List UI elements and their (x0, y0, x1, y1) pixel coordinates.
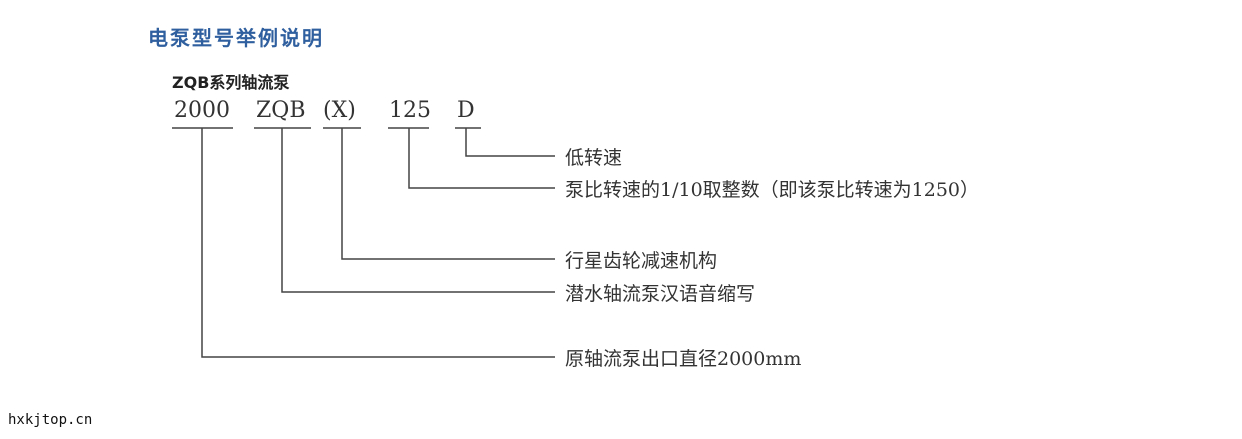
code-d: D (457, 98, 475, 123)
label-x: 行星齿轮减速机构 (565, 250, 718, 272)
label-diameter: 原轴流泵出口直径2000mm (565, 348, 802, 370)
label-zqb: 潜水轴流泵汉语音缩写 (565, 283, 756, 305)
label-125: 泵比转速的1/10取整数（即该泵比转速为1250） (565, 179, 980, 201)
connector-d (465, 128, 555, 157)
code-125: 125 (389, 98, 431, 123)
code-zqb: ZQB (256, 98, 306, 123)
connector-125 (408, 128, 555, 189)
page-title: 电泵型号举例说明 (148, 26, 324, 50)
connector-diameter (201, 128, 555, 358)
connector-x (341, 128, 555, 260)
label-d: 低转速 (565, 147, 623, 169)
connector-zqb (281, 128, 555, 293)
watermark: hxkjtop.cn (8, 412, 93, 428)
code-diameter: 2000 (174, 98, 230, 123)
code-x: (X) (323, 98, 356, 123)
series-subtitle: ZQB系列轴流泵 (172, 73, 290, 92)
